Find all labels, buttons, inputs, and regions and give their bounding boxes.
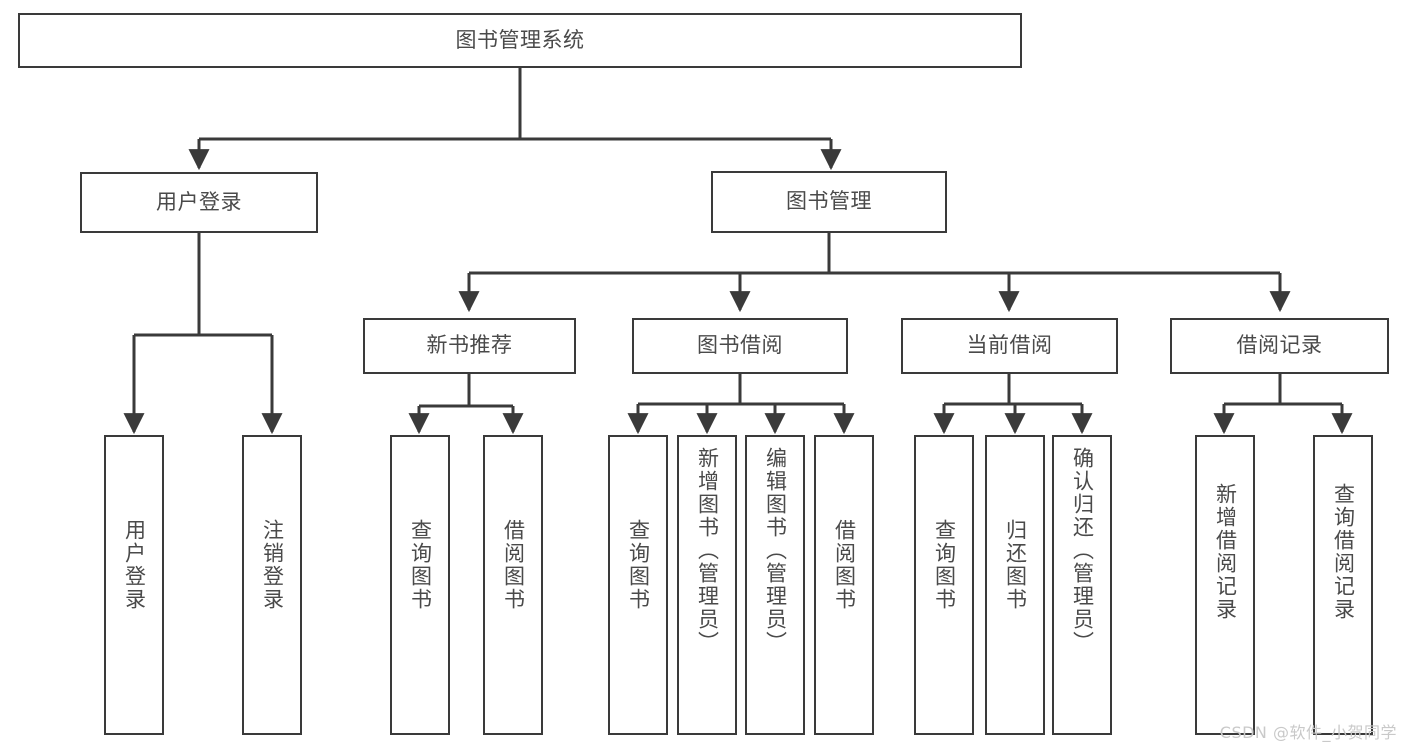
node-label: 借阅图书: [501, 519, 526, 611]
node-label: 新书推荐: [426, 333, 513, 358]
node-new-book-recommend[interactable]: 新书推荐: [363, 318, 576, 374]
node-label: 确认归还（管理员）: [1070, 447, 1095, 654]
leaf-borrow-edit-book-admin[interactable]: 编辑图书（管理员）: [745, 435, 805, 735]
leaf-user-login-signout[interactable]: 注销登录: [242, 435, 302, 735]
leaf-borrow-borrow-book[interactable]: 借阅图书: [814, 435, 874, 735]
node-label: 用户登录: [122, 519, 147, 611]
node-label: 查询借阅记录: [1331, 483, 1356, 621]
node-label: 新增借阅记录: [1213, 483, 1238, 621]
leaf-user-login-signin[interactable]: 用户登录: [104, 435, 164, 735]
leaf-current-confirm-return-admin[interactable]: 确认归还（管理员）: [1052, 435, 1112, 735]
node-label: 图书管理系统: [455, 27, 585, 52]
leaf-recommend-query-book[interactable]: 查询图书: [390, 435, 450, 735]
node-book-borrow[interactable]: 图书借阅: [632, 318, 848, 374]
node-user-login[interactable]: 用户登录: [80, 172, 318, 233]
csdn-watermark: CSDN @软件_小贺同学: [1219, 723, 1397, 742]
node-label: 用户登录: [156, 189, 242, 214]
node-label: 当前借阅: [966, 333, 1053, 358]
leaf-recommend-borrow-book[interactable]: 借阅图书: [483, 435, 543, 735]
node-label: 注销登录: [260, 519, 285, 611]
node-label: 查询图书: [932, 519, 957, 611]
leaf-record-add-borrow-record[interactable]: 新增借阅记录: [1195, 435, 1255, 735]
node-root-system[interactable]: 图书管理系统: [18, 13, 1022, 68]
node-label: 借阅图书: [832, 519, 857, 611]
leaf-record-query-borrow-record[interactable]: 查询借阅记录: [1313, 435, 1373, 735]
node-label: 新增图书（管理员）: [695, 447, 720, 654]
leaf-borrow-add-book-admin[interactable]: 新增图书（管理员）: [677, 435, 737, 735]
node-borrow-record[interactable]: 借阅记录: [1170, 318, 1389, 374]
node-current-borrow[interactable]: 当前借阅: [901, 318, 1118, 374]
node-label: 查询图书: [626, 519, 651, 611]
leaf-current-return-book[interactable]: 归还图书: [985, 435, 1045, 735]
node-label: 编辑图书（管理员）: [763, 447, 788, 654]
node-label: 归还图书: [1003, 519, 1028, 611]
node-label: 图书管理: [786, 189, 872, 214]
leaf-borrow-query-book[interactable]: 查询图书: [608, 435, 668, 735]
node-label: 查询图书: [408, 519, 433, 611]
node-label: 借阅记录: [1236, 333, 1323, 358]
leaf-current-query-book[interactable]: 查询图书: [914, 435, 974, 735]
node-book-management[interactable]: 图书管理: [711, 171, 947, 233]
node-label: 图书借阅: [697, 333, 783, 358]
